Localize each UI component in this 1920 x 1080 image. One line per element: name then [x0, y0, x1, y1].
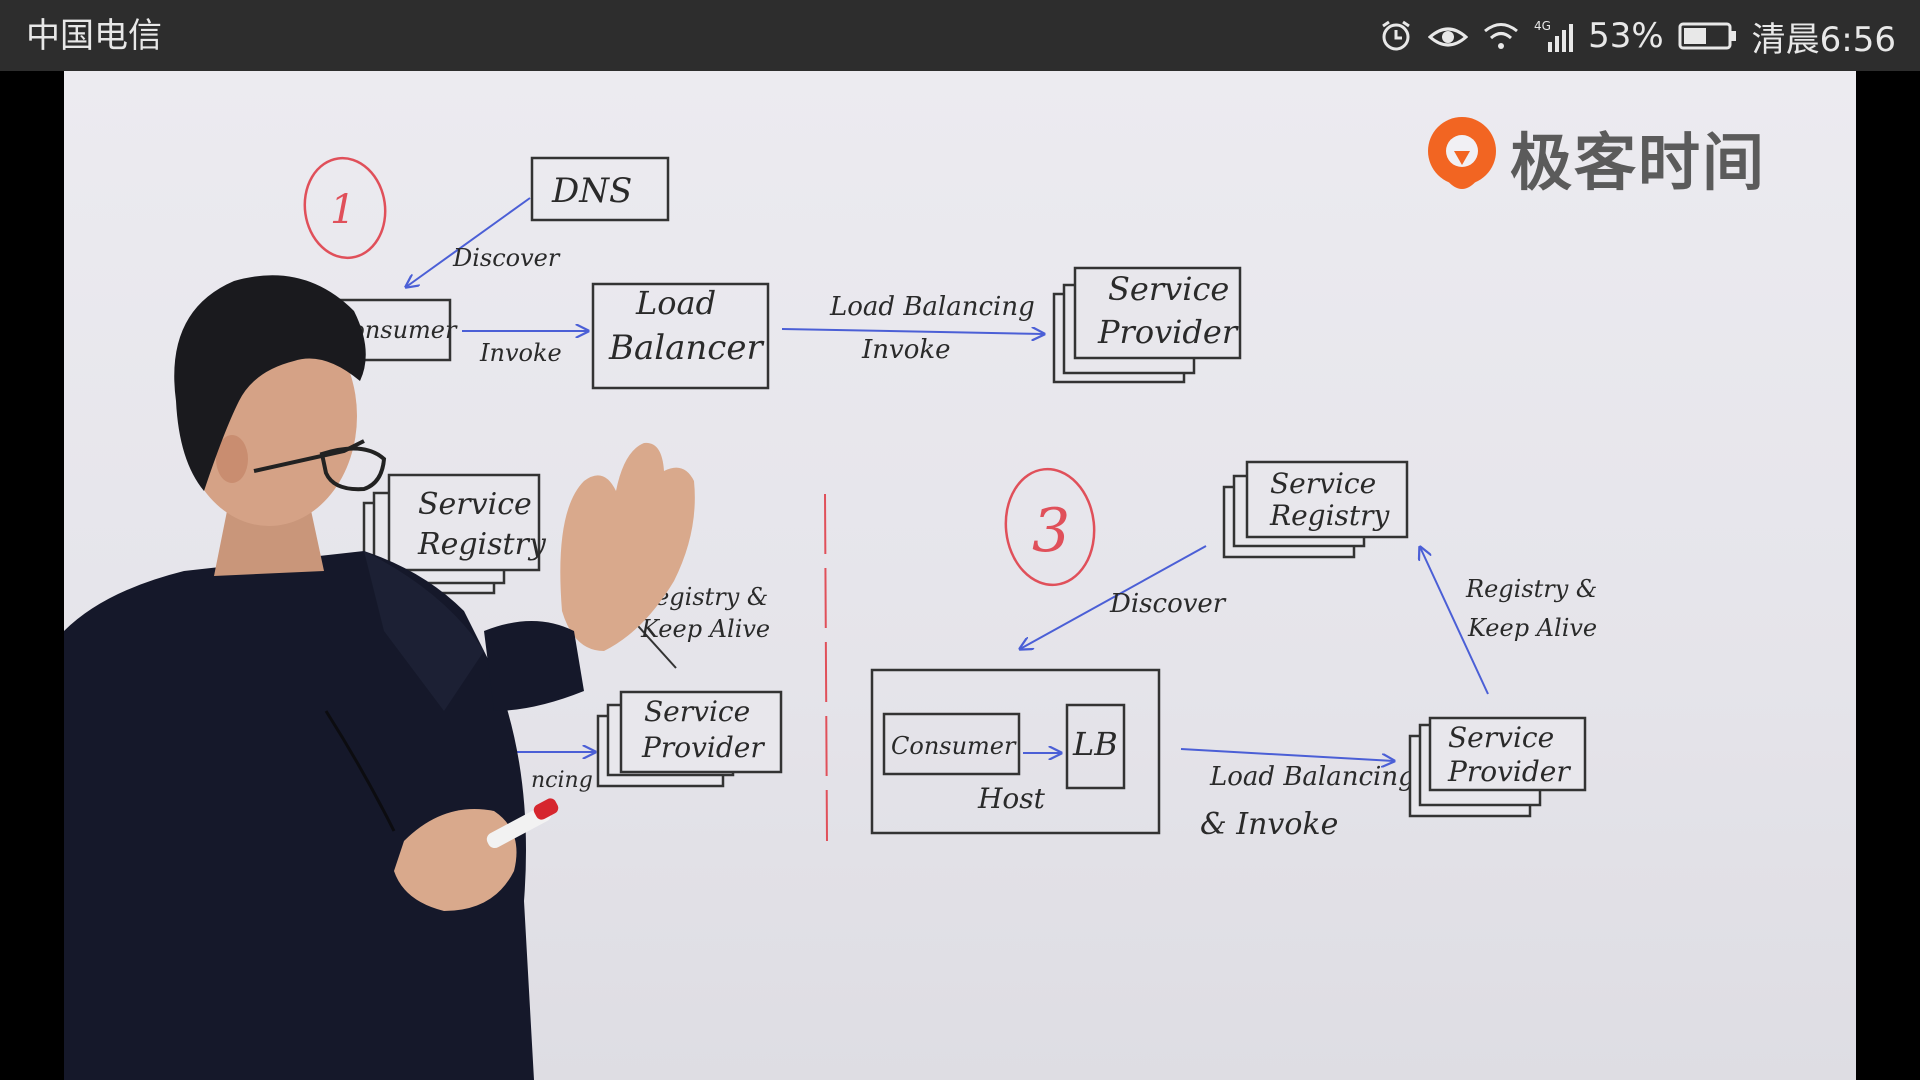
lb-invoke-arrow-right	[1180, 748, 1394, 761]
load-balancer-box: Load Balancer	[591, 282, 770, 390]
invoke-label-top: Invoke	[479, 339, 562, 367]
lb-label-line1: Load	[635, 284, 716, 322]
host-box: Consumer LB Host	[870, 668, 1161, 835]
sp-right-label-1: Service	[1448, 721, 1554, 754]
rka-middle-label-2: Keep Alive	[640, 615, 770, 643]
discover-label-right: Discover	[1109, 589, 1227, 619]
clock-time: 清晨6:56	[1751, 19, 1896, 60]
service-provider-stack-right: Service Provider	[1408, 716, 1587, 818]
rka-right-label-2: Keep Alive	[1467, 614, 1597, 642]
lb-box-right	[1065, 703, 1126, 790]
service-registry-stack-right: Service Registry	[1222, 460, 1409, 559]
section-divider	[824, 493, 828, 842]
discover-arrow-right	[1020, 545, 1207, 649]
registry-middle-label-1: Service	[418, 487, 532, 522]
status-icons: 4G 53% 清晨6:56	[1378, 12, 1896, 60]
geektime-logo-icon	[1428, 117, 1496, 189]
sp-top-label-2: Provider	[1097, 313, 1239, 351]
service-registry-stack-middle: Service Registry	[362, 473, 547, 595]
service-provider-stack-top: Service Provider	[1052, 266, 1242, 384]
eye-icon	[1428, 21, 1469, 51]
wifi-icon	[1482, 20, 1520, 52]
lbi-label-top-2: Invoke	[861, 335, 951, 365]
battery-percent: 53%	[1588, 16, 1664, 56]
presenter-raised-hand	[560, 442, 695, 651]
presenter-shirt	[64, 551, 534, 1080]
dns-box: DNS	[530, 156, 670, 222]
status-bar: 中国电信 4G 53% 清晨6:56	[0, 0, 1920, 71]
network-type-label: 4G	[1534, 19, 1551, 33]
signal-icon: 4G	[1534, 18, 1574, 54]
discover-label-top: Discover	[452, 244, 561, 272]
presenter-hair	[174, 275, 366, 491]
presenter-lower-hand	[394, 809, 517, 911]
lb-label-right: LB	[1072, 725, 1118, 763]
registry-right-label-1: Service	[1270, 467, 1376, 500]
service-provider-stack-middle: Service Provider	[596, 690, 783, 788]
lbi-label-top-1: Load Balancing	[829, 292, 1035, 322]
sp-middle-label-2: Provider	[641, 731, 765, 764]
lbi-right-label-2: & Invoke	[1200, 807, 1338, 842]
presenter-glasses	[319, 446, 387, 492]
lb-invoke-arrow-top	[781, 329, 1044, 334]
video-frame[interactable]: 1 3 DNS Discover Consumer Invoke Load Ba…	[64, 71, 1856, 1080]
marker-3-text: 3	[1032, 496, 1070, 566]
presenter	[64, 275, 695, 1080]
sp-right-label-2: Provider	[1447, 755, 1571, 788]
registry-arrow-right	[1420, 547, 1489, 695]
section-marker-1: 1	[303, 156, 387, 260]
marker-1-text: 1	[330, 187, 355, 233]
registry-middle-label-2: Registry	[417, 527, 547, 562]
lbi-right-label-1: Load Balancing	[1209, 762, 1415, 792]
sp-middle-label-1: Service	[644, 695, 750, 728]
registry-right-label-2: Registry	[1269, 499, 1391, 532]
rka-right-label-1: Registry &	[1465, 575, 1597, 603]
consumer-label-right: Consumer	[891, 732, 1017, 760]
sp-top-label-1: Service	[1108, 270, 1229, 308]
battery-icon	[1678, 21, 1738, 51]
geektime-logo: 极客时间	[1424, 115, 1766, 199]
geektime-logo-text: 极客时间	[1510, 126, 1767, 199]
dns-label: DNS	[551, 171, 632, 211]
consumer-box-right	[882, 712, 1021, 776]
partial-label-1: ncing	[531, 768, 593, 793]
whiteboard-diagram: 1 3 DNS Discover Consumer Invoke Load Ba…	[303, 156, 1597, 842]
alarm-icon	[1378, 18, 1414, 54]
carrier-name: 中国电信	[26, 16, 162, 56]
host-label: Host	[977, 782, 1046, 815]
lb-label-line2: Balancer	[608, 328, 764, 368]
discover-arrow-top	[406, 197, 531, 287]
marker-pen	[486, 805, 552, 849]
section-marker-3: 3	[1004, 467, 1096, 587]
